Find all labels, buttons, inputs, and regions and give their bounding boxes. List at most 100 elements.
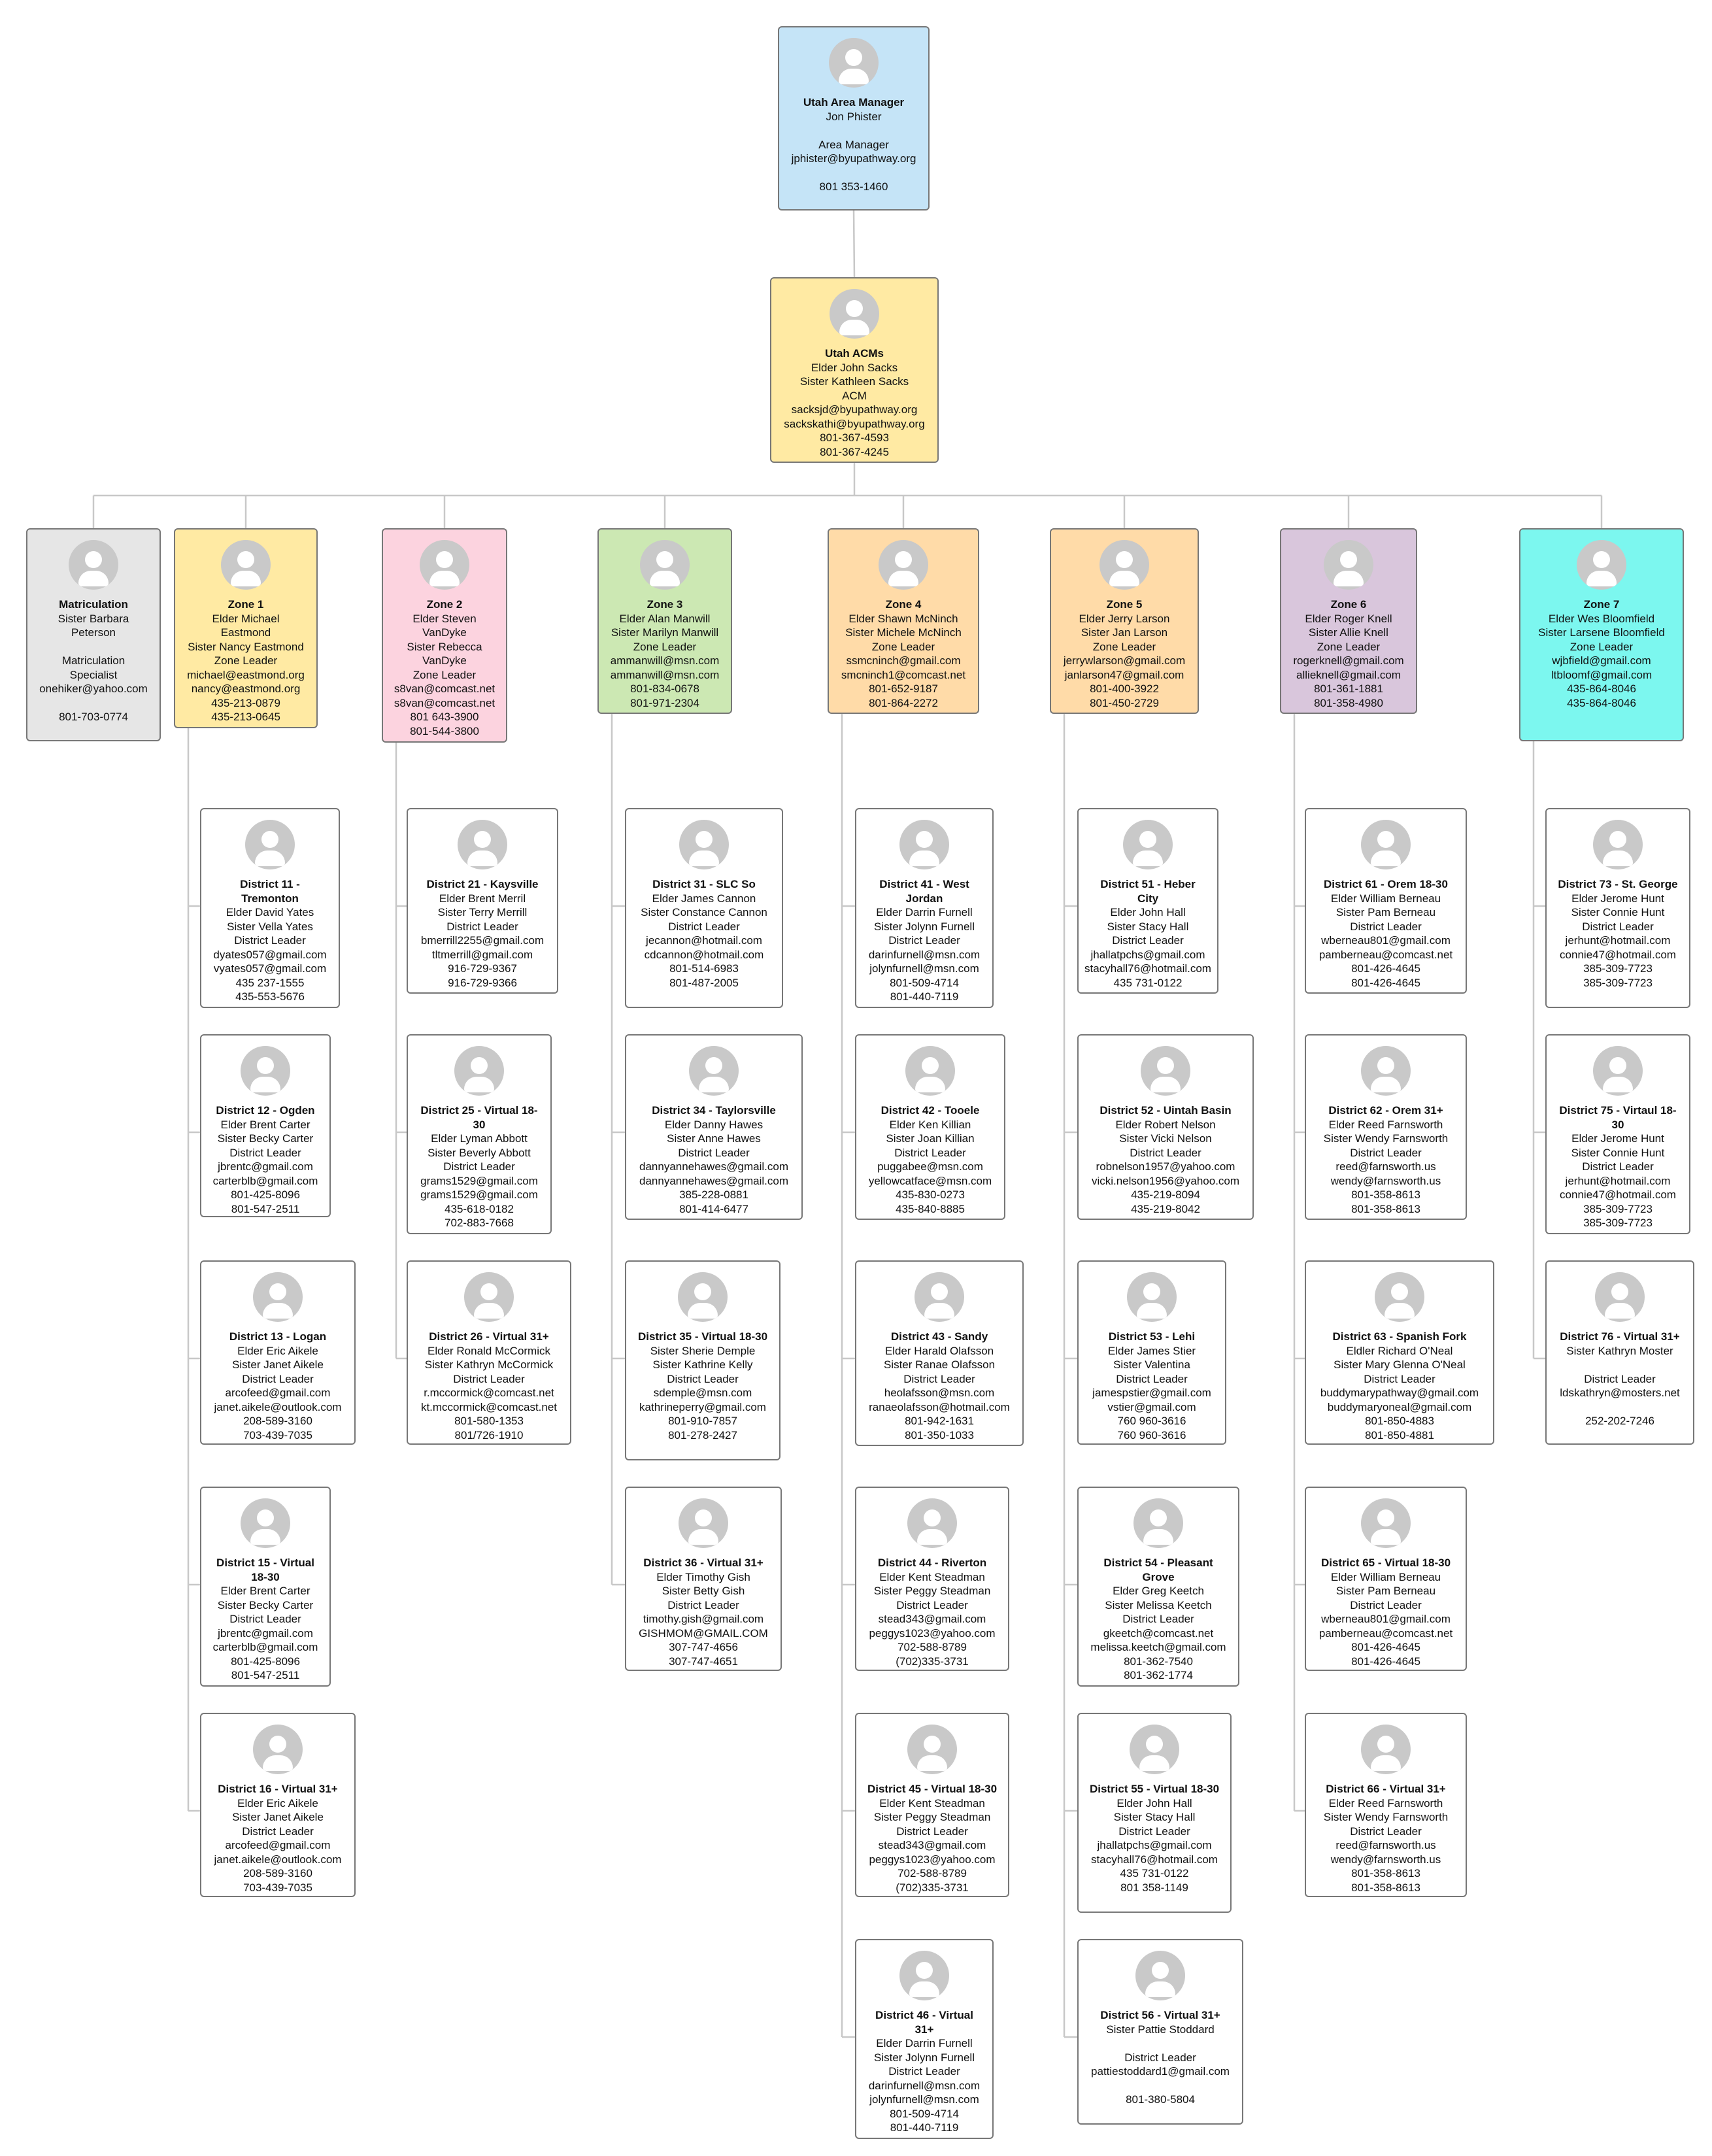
- card-text-line: jamespstier@gmail.com: [1092, 1387, 1211, 1399]
- card-title: Utah Area Manager: [803, 96, 905, 109]
- card-text-line: 801-278-2427: [668, 1428, 737, 1441]
- card-text-line: District Leader: [234, 934, 306, 947]
- card-text-line: Elder Brent Merril: [439, 892, 526, 905]
- avatar-icon: [1130, 1725, 1179, 1774]
- org-card-d36[interactable]: District 36 - Virtual 31+Elder Timothy G…: [625, 1487, 782, 1671]
- card-text-line: Elder Ronald McCormick: [428, 1344, 550, 1357]
- card-text-line: District Leader: [1350, 1825, 1422, 1838]
- card-text-line: grams1529@gmail.com: [420, 1174, 538, 1187]
- card-text-line: jolynfurnell@msn.com: [869, 2093, 979, 2106]
- card-text-line: s8van@comcast.net: [394, 682, 495, 695]
- avatar-icon: [241, 1498, 290, 1548]
- card-text-line: District Leader: [229, 1613, 301, 1625]
- org-card-d76[interactable]: District 76 - Virtual 31+Sister Kathryn …: [1545, 1260, 1694, 1445]
- org-card-d26[interactable]: District 26 - Virtual 31+Elder Ronald Mc…: [407, 1260, 571, 1445]
- card-text-line: jolynfurnell@msn.com: [869, 962, 979, 975]
- card-text-line: District Leader: [896, 1825, 968, 1838]
- card-text-line: jbrentc@gmail.com: [218, 1160, 313, 1173]
- card-text-line: Sister Connie Hunt: [1571, 906, 1665, 918]
- card-text-line: 703-439-7035: [243, 1881, 312, 1894]
- card-text-line: Elder Harald Olafsson: [884, 1344, 994, 1357]
- card-text-line: Elder Ken Killian: [889, 1118, 971, 1131]
- card-text-line: 801-350-1033: [905, 1428, 974, 1441]
- card-text-line: peggys1023@yahoo.com: [869, 1853, 996, 1866]
- card-text-line: wjbfield@gmail.com: [1552, 654, 1651, 667]
- card-text-line: darinfurnell@msn.com: [868, 2079, 981, 2092]
- card-text-line: District Leader: [894, 1146, 966, 1159]
- card-text-line: wberneau801@gmail.com: [1321, 934, 1451, 947]
- avatar-icon: [1593, 1046, 1643, 1096]
- card-title: District 73 - St. George: [1558, 878, 1678, 890]
- card-text-line: bmerrill2255@gmail.com: [420, 934, 545, 947]
- org-card-d66[interactable]: District 66 - Virtual 31+Elder Reed Farn…: [1305, 1713, 1467, 1897]
- card-text-line: jbrentc@gmail.com: [218, 1626, 313, 1640]
- avatar-icon: [678, 1272, 728, 1322]
- card-text-line: Sister Jolynn Furnell: [873, 2051, 975, 2064]
- org-card-d56[interactable]: District 56 - Virtual 31+Sister Pattie S…: [1077, 1939, 1243, 2125]
- card-text-line: jerhunt@hotmail.com: [1565, 934, 1671, 947]
- avatar-icon: [1375, 1272, 1424, 1322]
- org-card-d46[interactable]: District 46 - Virtual 31+Elder Darrin Fu…: [855, 1939, 994, 2139]
- card-title: District 61 - Orem 18-30: [1324, 878, 1448, 890]
- avatar-icon: [253, 1272, 303, 1322]
- card-text-line: yellowcatface@msn.com: [868, 1174, 992, 1187]
- card-text-line: District Leader: [446, 920, 518, 933]
- card-title: District 76 - Virtual 31+: [1560, 1330, 1680, 1343]
- card-text-line: [27, 696, 159, 711]
- card-text-line: Sister Anne Hawes: [667, 1132, 761, 1145]
- avatar-icon: [420, 540, 469, 590]
- card-text-line: Sister Stacy Hall: [1107, 920, 1189, 933]
- card-text-line: Sister Barbara: [58, 612, 129, 625]
- card-text-line: 801-426-4645: [1351, 1655, 1420, 1668]
- card-text-line: 801-652-9187: [869, 682, 938, 695]
- org-card-d62[interactable]: District 62 - Orem 31+Elder Reed Farnswo…: [1305, 1034, 1467, 1220]
- card-text-line: gkeetch@comcast.net: [1103, 1626, 1214, 1640]
- card-text-line: Sister Janet Aikele: [232, 1811, 324, 1823]
- card-text-line: Sister Melissa Keetch: [1105, 1598, 1212, 1611]
- card-text-line: 801-358-8613: [1351, 1188, 1420, 1201]
- card-text-line: District Leader: [453, 1372, 525, 1385]
- card-text-line: 801 358-1149: [1120, 1881, 1188, 1894]
- card-text-line: 801-362-7540: [1124, 1655, 1193, 1668]
- card-text-line: 801-487-2005: [669, 976, 739, 989]
- avatar-icon: [1123, 820, 1173, 869]
- card-title: Matriculation: [59, 598, 128, 611]
- avatar-icon: [1141, 1046, 1190, 1096]
- org-card-d16[interactable]: District 16 - Virtual 31+Elder Eric Aike…: [200, 1713, 356, 1897]
- card-text-line: 801-547-2511: [231, 1202, 300, 1215]
